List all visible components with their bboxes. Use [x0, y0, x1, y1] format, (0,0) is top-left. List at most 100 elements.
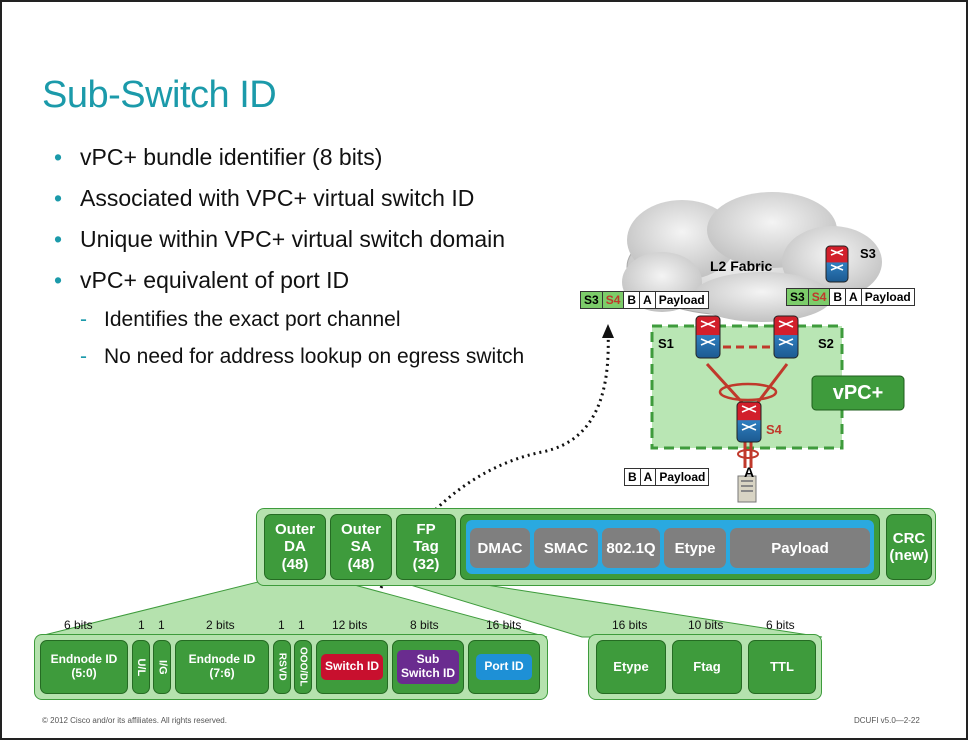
- tag-etype-field: Etype: [596, 640, 666, 694]
- bullet-marker: •: [54, 185, 63, 211]
- fp-tag-line: Tag: [413, 538, 439, 556]
- outer-da-line: DA: [284, 538, 306, 556]
- frame-field: B: [624, 292, 641, 308]
- frame-field: S3: [581, 292, 603, 308]
- frame-field: Payload: [864, 290, 911, 304]
- ig-label: I/G: [156, 659, 169, 675]
- bit-label: 6 bits: [766, 618, 795, 632]
- rsvd-field: RSVD: [273, 640, 291, 694]
- ooodl-field: OOO/DL: [294, 640, 312, 694]
- course-code-footer: DCUFI v5.0—2-22: [854, 716, 920, 725]
- outer-sa-line: (48): [347, 555, 375, 573]
- outer-da-line: (48): [281, 555, 309, 573]
- crc-line: (new): [889, 547, 929, 564]
- ooodl-label: OOO/DL: [297, 647, 309, 687]
- switch-s2: [773, 315, 799, 359]
- sub-bullet-text: Identifies the exact port channel: [104, 308, 401, 331]
- ul-field: U/L: [132, 640, 150, 694]
- copyright-footer: © 2012 Cisco and/or its affiliates. All …: [42, 716, 227, 725]
- bit-label: 1: [298, 618, 305, 632]
- outer-da-line: Outer: [274, 521, 315, 539]
- frame-field: S4: [602, 292, 625, 308]
- rsvd-label: RSVD: [276, 653, 288, 681]
- bit-label: 12 bits: [332, 618, 368, 632]
- switch-s4: [736, 401, 762, 443]
- port-id-field: Port ID: [476, 654, 532, 680]
- endnode-id-low-line: (5:0): [71, 666, 97, 680]
- smac-field: SMAC: [534, 528, 598, 568]
- bit-label: 2 bits: [206, 618, 235, 632]
- frame-header-bottom: B A Payload: [624, 468, 710, 486]
- host-server-icon: [737, 475, 757, 503]
- bit-label: 16 bits: [486, 618, 522, 632]
- port-id-container: Port ID: [468, 640, 540, 694]
- frame-field: A: [641, 469, 657, 485]
- s4-label: S4: [766, 422, 782, 437]
- bit-label: 8 bits: [410, 618, 439, 632]
- bit-label: 1: [138, 618, 145, 632]
- payload-field: Payload: [730, 528, 870, 568]
- ftag-field: Ftag: [672, 640, 742, 694]
- host-label: A: [744, 464, 755, 480]
- frame-header-left: S3 S4 B A Payload: [580, 291, 709, 309]
- bullet-marker: •: [54, 267, 63, 293]
- dot1q-field: 802.1Q: [602, 528, 660, 568]
- sub-switch-id-field: Sub Switch ID: [396, 650, 459, 684]
- s3-label: S3: [860, 246, 876, 261]
- switch-s3: [825, 245, 849, 283]
- outer-sa-line: Outer: [340, 521, 381, 539]
- sub-switch-id-container: Sub Switch ID: [392, 640, 464, 694]
- frame-field: B: [625, 469, 641, 485]
- frame-field: A: [846, 289, 862, 305]
- bullet-text: Unique within VPC+ virtual switch domain: [80, 226, 506, 252]
- frame-field: Payload: [658, 293, 705, 307]
- endnode-id-high-line: Endnode ID: [188, 652, 256, 667]
- cloud-label: L2 Fabric: [710, 258, 773, 274]
- fp-tag-field: FP Tag (32): [396, 514, 456, 580]
- endnode-id-high-field: Endnode ID (7:6): [175, 640, 269, 694]
- etype-field: Etype: [664, 528, 726, 568]
- s1-label: S1: [658, 336, 674, 351]
- outer-sa-field: Outer SA (48): [330, 514, 392, 580]
- fp-tag-line: FP: [416, 521, 436, 539]
- fp-tag-line: (32): [412, 555, 440, 573]
- switch-s1: [695, 315, 721, 359]
- bit-label: 1: [158, 618, 165, 632]
- bullet-marker: •: [54, 226, 63, 252]
- switch-id-field: Switch ID: [320, 654, 383, 680]
- outer-sa-line: SA: [350, 538, 372, 556]
- s2-label: S2: [818, 336, 834, 351]
- frame-field: B: [830, 289, 847, 305]
- sub-switch-id-line: Sub: [416, 652, 440, 667]
- ul-label: U/L: [135, 658, 148, 676]
- frame-field: Payload: [659, 470, 706, 484]
- vpc-label: vPC+: [832, 381, 884, 404]
- bit-label: 6 bits: [64, 618, 93, 632]
- vpc-label-box: [811, 375, 905, 411]
- sub-switch-id-line: Switch ID: [400, 666, 455, 680]
- ig-field: I/G: [153, 640, 171, 694]
- ttl-field: TTL: [748, 640, 816, 694]
- switch-id-container: Switch ID: [316, 640, 388, 694]
- frame-field: S3: [787, 289, 809, 305]
- bullet-text: Associated with VPC+ virtual switch ID: [80, 185, 475, 211]
- bullet-text: vPC+ bundle identifier (8 bits): [80, 144, 383, 170]
- bullet-text: vPC+ equivalent of port ID: [80, 267, 350, 293]
- dmac-field: DMAC: [470, 528, 530, 568]
- sub-bullet-marker: -: [80, 308, 87, 331]
- crc-line: CRC: [892, 529, 926, 547]
- outer-da-field: Outer DA (48): [264, 514, 326, 580]
- frame-field: S4: [808, 289, 831, 305]
- bit-label: 1: [278, 618, 285, 632]
- crc-field: CRC (new): [886, 514, 932, 580]
- endnode-id-high-line: (7:6): [209, 666, 235, 680]
- bit-label: 16 bits: [612, 618, 648, 632]
- vpc-domain-box: [650, 324, 844, 450]
- endnode-id-low-line: Endnode ID: [50, 652, 118, 667]
- bullet-marker: •: [54, 144, 63, 170]
- frame-header-right: S3 S4 B A Payload: [786, 288, 915, 306]
- frame-field: A: [640, 292, 656, 308]
- bit-label: 10 bits: [688, 618, 724, 632]
